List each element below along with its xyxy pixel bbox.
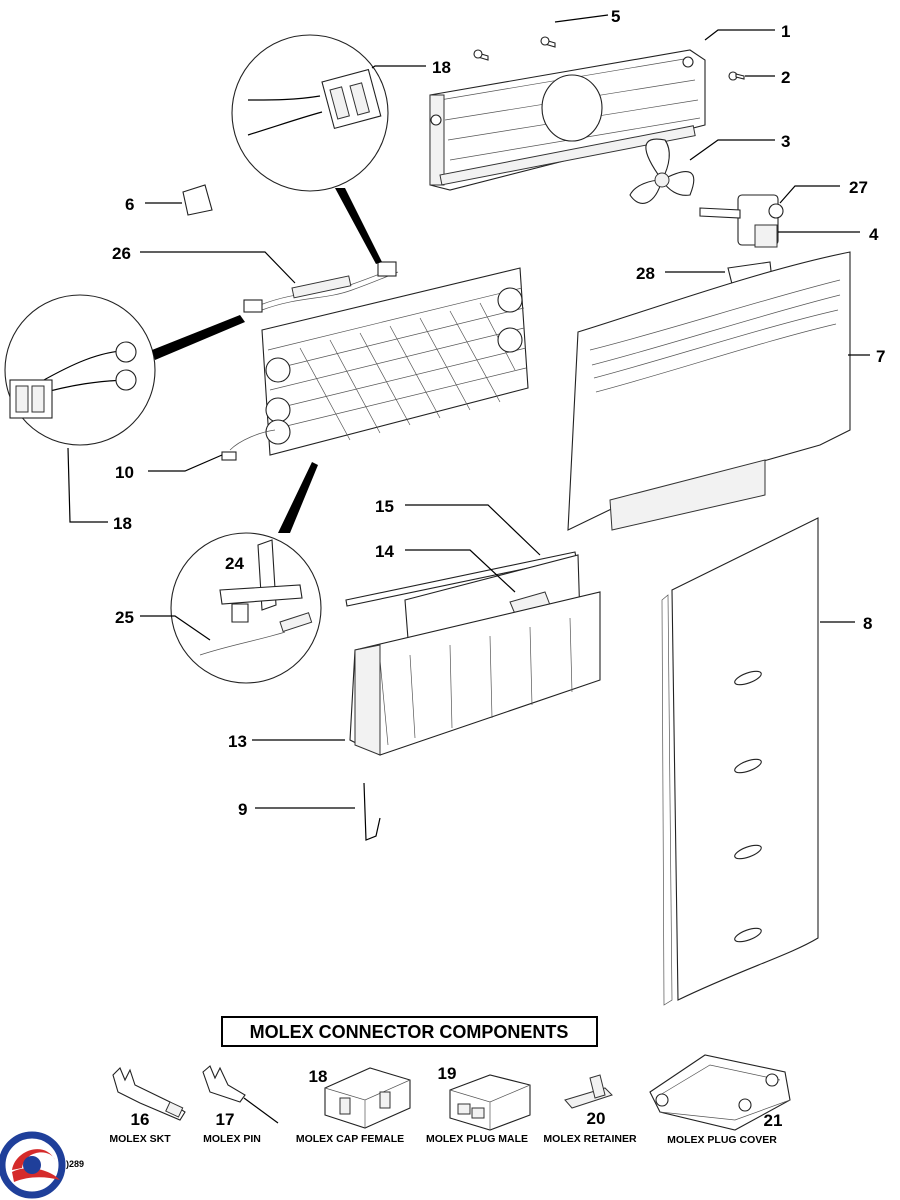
callout-18-top: 18 bbox=[432, 58, 451, 77]
part-2-screw bbox=[728, 71, 745, 81]
part-1-fan-cover-panel bbox=[429, 49, 706, 191]
molex-retainer-drawing bbox=[564, 1074, 613, 1109]
part-4-fan-motor bbox=[699, 194, 784, 248]
molex-title: MOLEX CONNECTOR COMPONENTS bbox=[250, 1022, 569, 1042]
molex-label-18: MOLEX CAP FEMALE bbox=[296, 1133, 404, 1145]
molex-label-19: MOLEX PLUG MALE bbox=[426, 1133, 528, 1145]
callout-18-left: 18 bbox=[113, 514, 132, 533]
callout-6: 6 bbox=[125, 195, 134, 214]
callout-8: 8 bbox=[863, 614, 872, 633]
callout-10: 10 bbox=[115, 463, 134, 482]
callout-27: 27 bbox=[849, 178, 868, 197]
part-8-long-panel bbox=[661, 517, 819, 1006]
part-5-screws bbox=[473, 36, 556, 61]
callout-7: 7 bbox=[876, 347, 885, 366]
molex-label-20: MOLEX RETAINER bbox=[543, 1133, 637, 1145]
callout-28: 28 bbox=[636, 264, 655, 283]
molex-plug-cover-drawing bbox=[649, 1054, 791, 1131]
molex-number-16: 16 bbox=[131, 1110, 150, 1129]
molex-plug-male-drawing bbox=[449, 1074, 531, 1131]
part-7-duct-cover bbox=[567, 251, 851, 531]
callout-15: 15 bbox=[375, 497, 394, 516]
callout-3: 3 bbox=[781, 132, 790, 151]
molex-pin-drawing bbox=[202, 1065, 279, 1124]
detail-circle-left-connector bbox=[4, 294, 245, 446]
callout-1: 1 bbox=[781, 22, 790, 41]
callout-24: 24 bbox=[225, 554, 244, 573]
callout-25: 25 bbox=[115, 608, 134, 627]
molex-skt-drawing bbox=[112, 1067, 186, 1121]
detail-circle-top-connector bbox=[231, 34, 389, 264]
leader-lines bbox=[67, 14, 870, 809]
callout-13: 13 bbox=[228, 732, 247, 751]
molex-title-box bbox=[221, 1016, 598, 1047]
molex-number-19: 19 bbox=[438, 1064, 457, 1083]
molex-legend: MOLEX CONNECTOR COMPONENTS bbox=[109, 1016, 791, 1146]
molex-number-21: 21 bbox=[764, 1111, 783, 1130]
callout-14: 14 bbox=[375, 542, 394, 561]
callout-9: 9 bbox=[238, 800, 247, 819]
drawing-code: )289 bbox=[66, 1159, 84, 1169]
molex-label-17: MOLEX PIN bbox=[203, 1133, 261, 1145]
callout-4: 4 bbox=[869, 225, 879, 244]
part-13-crisper-bin bbox=[349, 591, 601, 756]
molex-number-17: 17 bbox=[216, 1110, 235, 1129]
brand-logo bbox=[0, 1131, 66, 1199]
part-9-wire-clip bbox=[363, 782, 381, 841]
part-26-wire-harness bbox=[243, 261, 399, 313]
callout-26: 26 bbox=[112, 244, 131, 263]
part-3-fan-blade bbox=[629, 138, 695, 204]
detail-circle-sensor-clip bbox=[170, 462, 322, 684]
part-10-evaporator bbox=[221, 267, 529, 461]
molex-cap-female-drawing bbox=[324, 1067, 411, 1129]
molex-number-18: 18 bbox=[309, 1067, 328, 1086]
part-6-small-block bbox=[182, 184, 213, 216]
callout-numbers: 1 2 3 4 5 6 7 8 9 10 13 14 15 18 18 24 2… bbox=[112, 7, 885, 819]
callout-5: 5 bbox=[611, 7, 620, 26]
molex-number-20: 20 bbox=[587, 1109, 606, 1128]
callout-2: 2 bbox=[781, 68, 790, 87]
molex-label-21: MOLEX PLUG COVER bbox=[667, 1134, 777, 1146]
molex-label-16: MOLEX SKT bbox=[109, 1133, 171, 1145]
